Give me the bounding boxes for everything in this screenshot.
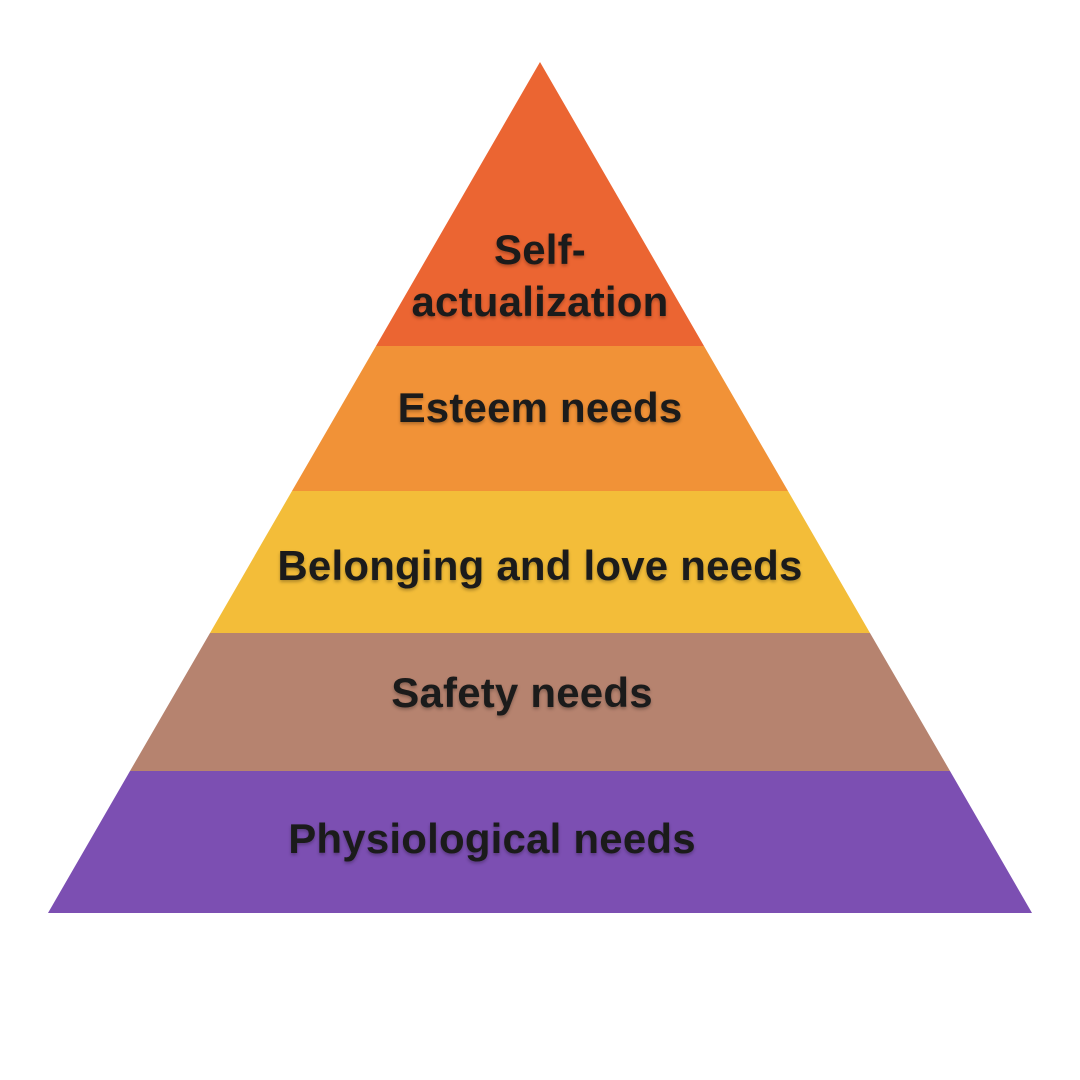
- level-3-label-belonging-and-love-needs: Belonging and love needs: [277, 542, 803, 589]
- pyramid-level-4-shape: [130, 633, 950, 771]
- level-5-label-physiological-needs: Physiological needs: [288, 815, 696, 862]
- level-2-label-esteem-needs: Esteem needs: [397, 384, 683, 431]
- pyramid-level-2-shape: [292, 346, 788, 491]
- level-4-label-safety-needs: Safety needs: [391, 669, 653, 716]
- level-1-label-self-actualization: Self-actualization: [411, 226, 669, 325]
- pyramid-level-1-shape: [376, 62, 704, 346]
- pyramid-level-3-shape: [210, 491, 870, 633]
- pyramid-level-5-shape: [48, 771, 1032, 913]
